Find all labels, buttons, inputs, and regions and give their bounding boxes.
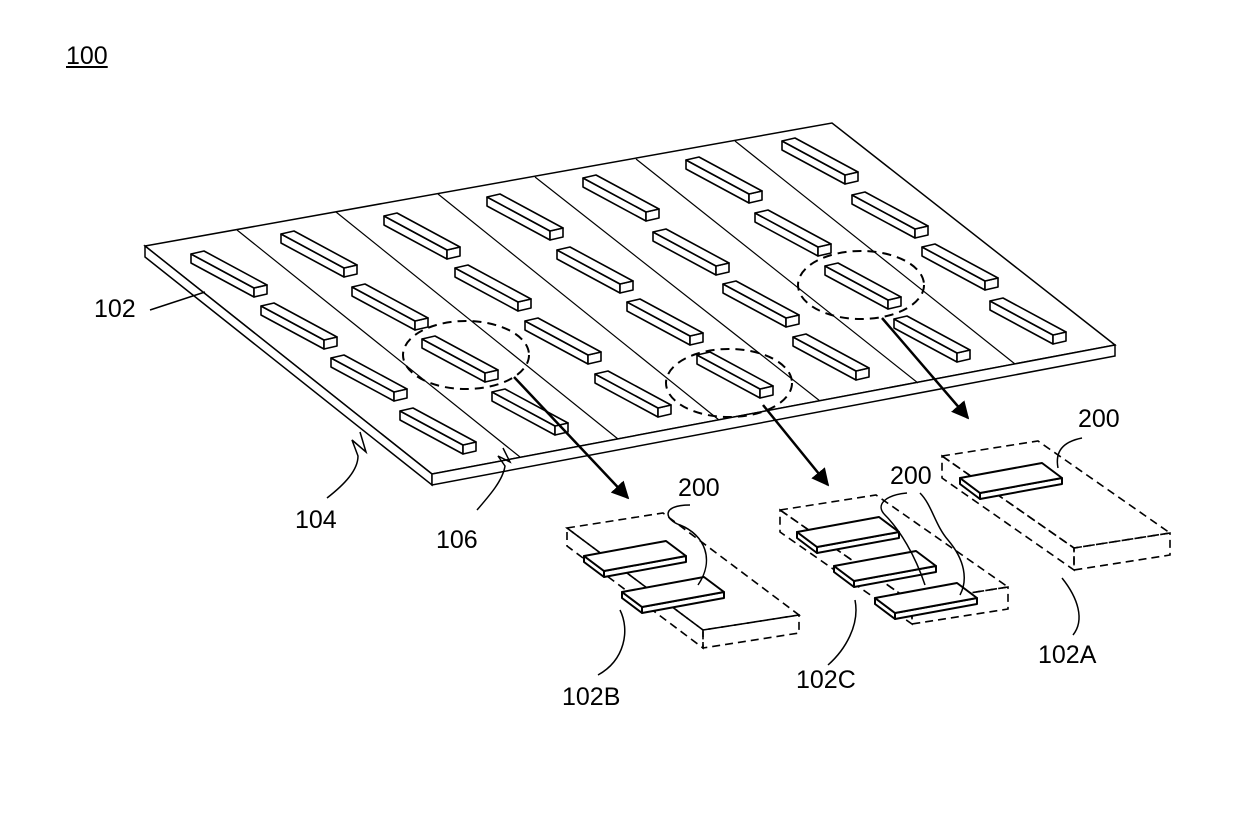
- die-a1: [960, 463, 1062, 499]
- die-c3: [875, 583, 977, 619]
- label-106: 106: [436, 528, 478, 553]
- die-c1: [797, 517, 899, 553]
- figure-number: 100: [66, 44, 108, 69]
- label-200-right: 200: [1078, 407, 1120, 432]
- label-104: 104: [295, 508, 337, 533]
- label-102: 102: [94, 297, 136, 322]
- die-c2: [834, 551, 936, 587]
- label-102b: 102B: [562, 685, 620, 710]
- callout-box-a: [942, 441, 1170, 570]
- label-200-left: 200: [678, 476, 720, 501]
- label-102c: 102C: [796, 668, 856, 693]
- zoomed-dies: [584, 463, 1062, 619]
- label-102a: 102A: [1038, 643, 1096, 668]
- die-b2: [622, 577, 724, 613]
- die-b1: [584, 541, 686, 577]
- label-200-middle: 200: [890, 464, 932, 489]
